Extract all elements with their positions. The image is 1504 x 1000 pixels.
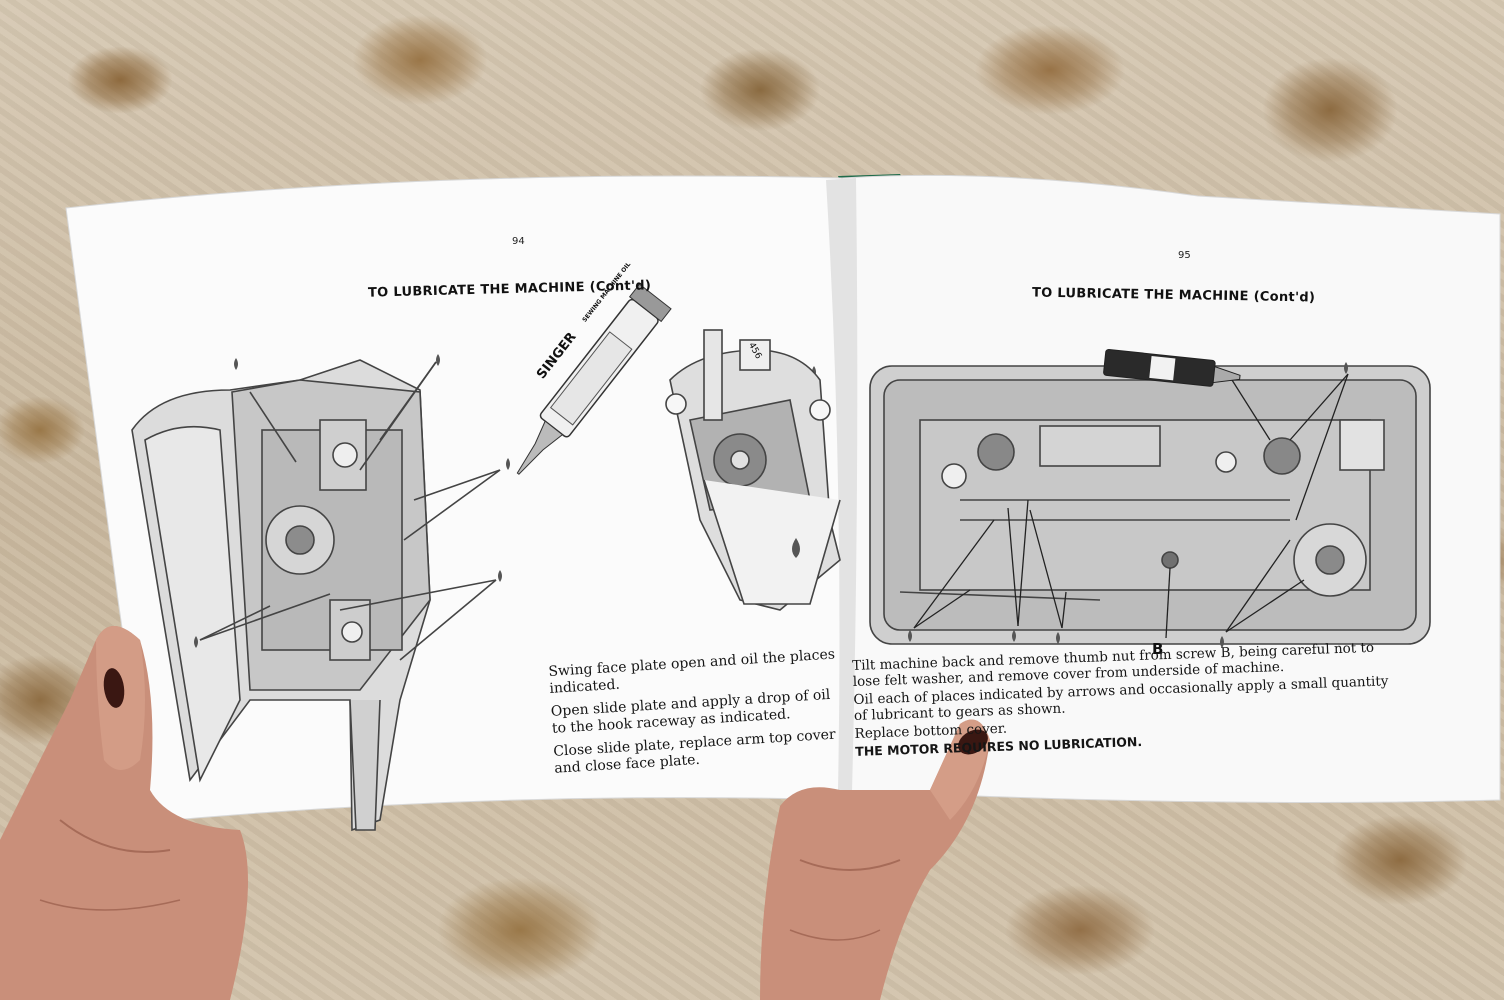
lubrication-arrows-right	[913, 373, 1349, 639]
oil-drop-markers-right	[908, 362, 1348, 648]
right-thumb-nail	[958, 729, 988, 755]
left-page-number: 94	[512, 236, 525, 247]
oil-tube-illustration	[1103, 348, 1241, 387]
left-page-instructions: Swing face plate open and oil the places…	[548, 646, 845, 783]
screw-b-callout: B	[1152, 640, 1164, 658]
left-hand	[0, 626, 248, 1000]
right-hand	[760, 719, 990, 1000]
machine-underside-illustration	[869, 365, 1431, 645]
left-thumb-nail	[103, 668, 125, 708]
hook-raceway-illustration	[665, 329, 841, 611]
right-page-instructions: Tilt machine back and remove thumb nut f…	[852, 639, 1395, 766]
right-page-number: 95	[1178, 250, 1191, 261]
oil-can-illustration	[516, 283, 672, 475]
machine-head-illustration	[131, 359, 501, 832]
page-gutter	[826, 178, 858, 792]
